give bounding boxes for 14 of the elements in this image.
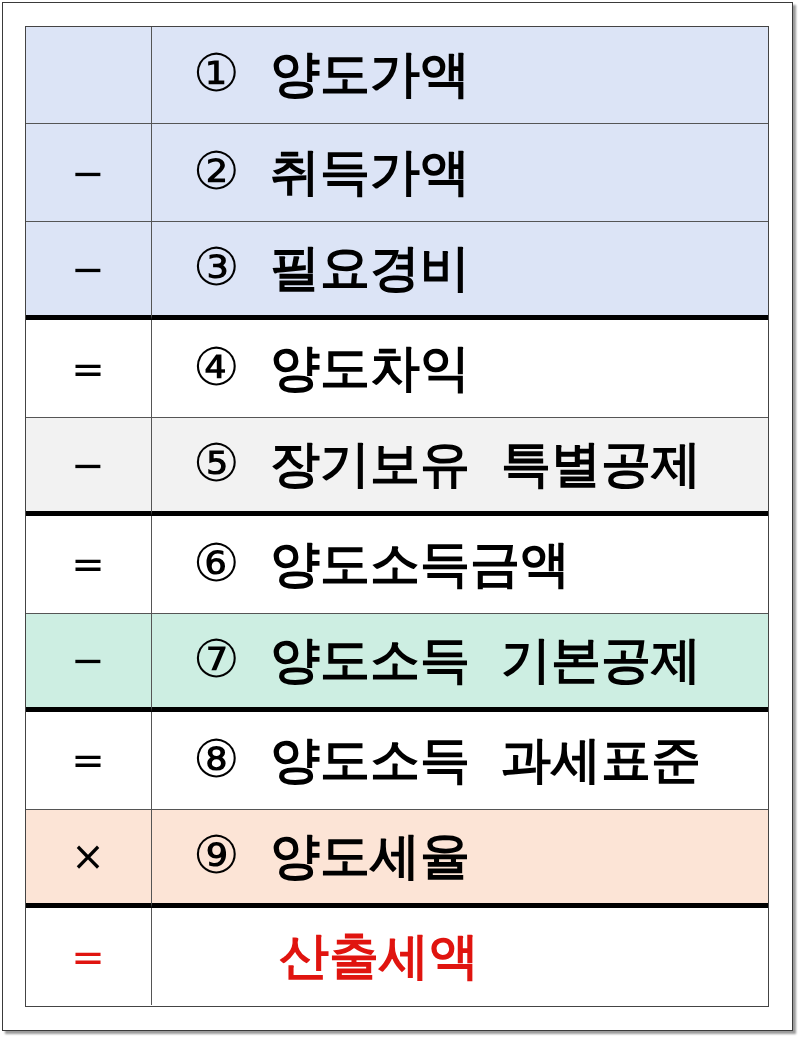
operator-cell: = [25, 711, 152, 810]
operator-cell: − [25, 222, 152, 321]
item-cell: ② 취득가액 [151, 124, 768, 223]
operator-cell: − [25, 613, 152, 712]
operator-cell: = [25, 516, 152, 614]
item-cell: ① 양도가액 [151, 26, 768, 125]
item-cell: ⑦ 양도소득 기본공제 [151, 613, 768, 712]
item-cell: ③ 필요경비 [151, 222, 768, 321]
operator-cell: × [25, 809, 152, 908]
operator-cell: = [25, 320, 152, 419]
operator-cell: − [25, 418, 152, 516]
operator-cell: − [25, 124, 152, 223]
item-cell: ⑨ 양도세율 [151, 809, 768, 908]
item-cell: ⑤ 장기보유 특별공제 [151, 418, 768, 516]
